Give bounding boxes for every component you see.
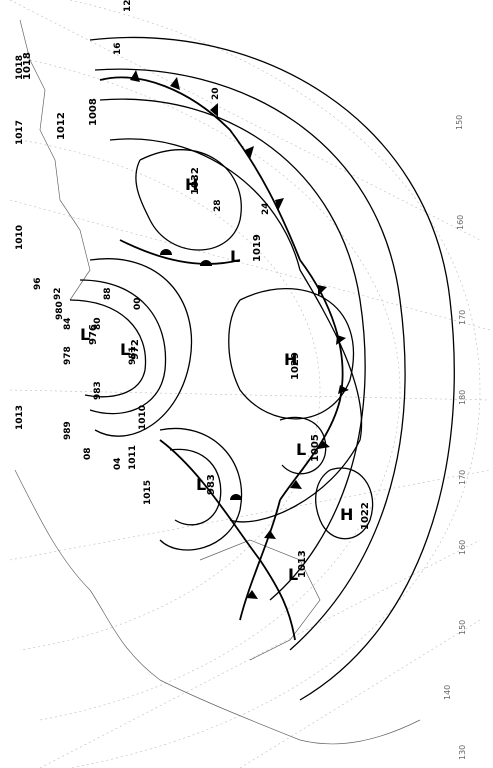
isobars: [69, 36, 455, 701]
pressure-value: 1012: [56, 112, 67, 140]
isobar-label: 92: [53, 287, 63, 300]
pressure-value: 1018: [22, 52, 33, 80]
low-center: L: [296, 440, 306, 459]
isobar-label: 16: [113, 42, 123, 55]
low-center: L: [288, 565, 298, 584]
pressure-value: 980: [55, 301, 65, 320]
longitude-label: 150: [455, 115, 464, 130]
longitude-label: 180: [458, 390, 467, 405]
isobar-label: 84: [63, 317, 73, 330]
longitude-label: 150: [458, 620, 467, 635]
low-center: L: [196, 475, 206, 494]
isobar-label: 12: [123, 0, 133, 12]
low-center: L: [80, 325, 90, 344]
pressure-value: 1019: [252, 234, 263, 262]
fronts: [99, 70, 349, 641]
left-pressure-values: 1018 1017 1010 1013 1015 1011 1010 983 9…: [15, 55, 153, 505]
isobar-label: 00: [133, 297, 143, 310]
pressure-value: 989: [63, 421, 73, 440]
pressure-value: 1015: [143, 480, 153, 505]
longitude-label: 160: [458, 540, 467, 555]
pressure-value: 1013: [297, 550, 308, 578]
isobar-label: 04: [113, 457, 123, 470]
isobar-label: 88: [103, 287, 113, 300]
pressure-value: 1032: [190, 167, 201, 195]
pressure-value: 1017: [15, 120, 25, 145]
isobar-label: 28: [213, 199, 223, 212]
isobar-label: 20: [211, 87, 221, 100]
pressure-value: 1018: [15, 55, 25, 80]
coastlines: [14, 19, 421, 745]
isobar-label: 24: [261, 202, 271, 215]
pressure-value: 983: [206, 474, 217, 495]
pressure-value: 972: [130, 339, 141, 360]
pressure-value: 1010: [15, 225, 25, 250]
isobar-labels: 12 16 20 24 28 00 04 08 92 96 88 84 80: [33, 0, 271, 470]
pressure-value: 981: [128, 346, 138, 365]
pressure-value: 1008: [88, 98, 99, 126]
pressure-value: 1011: [128, 445, 138, 470]
low-center: L: [120, 340, 130, 359]
pressure-value: 1022: [360, 502, 371, 530]
isobar-label: 80: [93, 317, 103, 330]
pressure-value: 983: [93, 381, 103, 400]
longitude-label: 160: [456, 215, 465, 230]
isobar-label: 08: [83, 447, 93, 460]
longitude-label: 170: [458, 470, 467, 485]
high-center: H: [185, 175, 198, 194]
longitude-label: 140: [443, 685, 452, 700]
low-center: L: [230, 247, 240, 266]
pressure-value: 1010: [138, 405, 148, 430]
longitude-label: 170: [458, 310, 467, 325]
pressure-centers: H 1032 H 1029 H 1022 L 1005 L 1013 L 983…: [22, 52, 371, 584]
longitude-label: 130: [458, 745, 467, 760]
pressure-value: 978: [63, 346, 73, 365]
pressure-value: 1013: [15, 405, 25, 430]
pressure-value: 1029: [290, 352, 301, 380]
high-center: H: [284, 350, 297, 369]
graticule: [9, 0, 491, 768]
pressure-value: 1005: [310, 434, 321, 462]
pressure-value: 976: [88, 324, 99, 345]
high-center: H: [340, 505, 353, 524]
isobar-label: 96: [33, 277, 43, 290]
longitude-labels: 150 160 170 180 170 160 150 140 130: [443, 115, 467, 760]
